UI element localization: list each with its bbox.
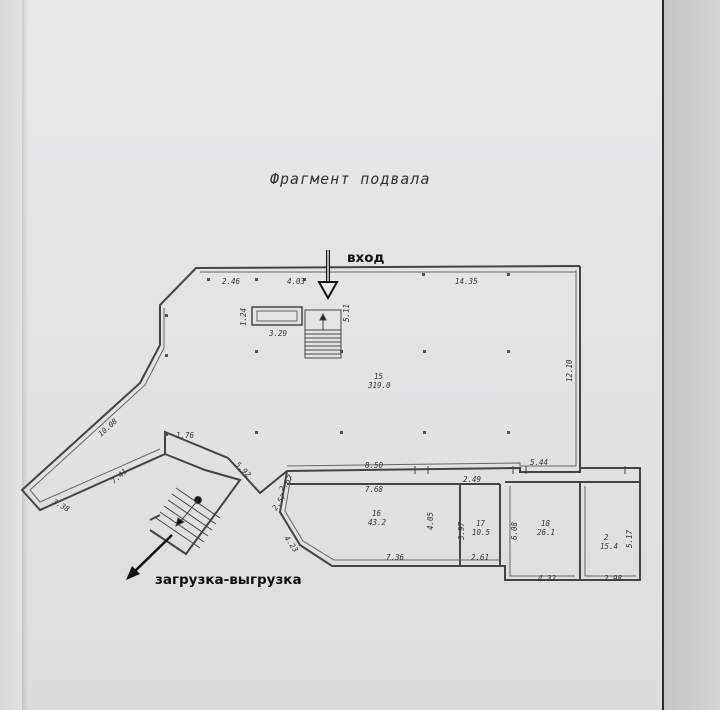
dimension-labels: 2.46 4.03 14.35 12.10 5.11 3.29 1.24 10.… (50, 277, 634, 583)
dim-wing-inner: 7.41 (109, 467, 128, 486)
dim-top-mid: 4.03 (287, 277, 306, 286)
dim-r16-top: 7.68 (365, 485, 384, 494)
dim-right-wall: 12.10 (565, 359, 574, 382)
room-18-area: 26.1 (537, 528, 555, 537)
dim-corridor-top: 8.50 (365, 461, 384, 470)
loading-stair (155, 487, 221, 549)
room-2-number: 2 (604, 533, 609, 542)
dim-stair-right: 5.11 (342, 304, 351, 322)
dim-top-left: 2.46 (222, 277, 241, 286)
entrance-arrow-icon (317, 250, 339, 301)
dim-r17-left: 3.97 (457, 521, 466, 541)
dim-r16-bottom: 7.36 (386, 553, 405, 562)
dim-wing-end: 3.38 (50, 496, 71, 514)
dim-r2-right: 5.17 (625, 529, 634, 548)
dim-r17-bottom: 2.61 (471, 553, 489, 562)
dim-r17-top: 2.49 (463, 475, 482, 484)
dim-r18-bottom: 4.32 (538, 574, 557, 583)
room-2-area: 15.4 (600, 542, 618, 551)
shaft (251, 306, 303, 326)
dim-r16-left: 4.23 (282, 534, 300, 554)
dim-ramp-side: 5.92 (234, 460, 253, 479)
dim-shaft-height: 1.24 (239, 308, 248, 326)
room-18-number: 18 (541, 519, 551, 528)
loading-arrow-icon (126, 534, 173, 580)
background-right (660, 0, 720, 710)
room-16-number: 16 (372, 509, 382, 518)
columns (165, 273, 510, 436)
dim-shaft-width: 3.29 (268, 329, 288, 338)
inner-wall-lines (29, 270, 636, 577)
dim-top-right: 14.35 (455, 277, 478, 286)
room-16-area: 43.2 (368, 518, 387, 527)
dim-r16-right: 4.05 (426, 511, 435, 530)
entrance-stair (304, 309, 342, 359)
paper-sheet (22, 0, 664, 710)
room-17-area: 10.5 (472, 528, 491, 537)
loading-callout: загрузка-выгрузка (155, 572, 302, 588)
room-17-number: 17 (476, 519, 486, 528)
entrance-callout: вход (347, 250, 385, 266)
outer-walls (20, 265, 641, 581)
dim-ramp-top: 1.76 (176, 431, 195, 440)
room-15-number: 15 (374, 372, 384, 381)
dim-r18-left: 6.08 (510, 521, 519, 540)
room-labels: 15 319.0 16 43.2 17 10.5 18 26.1 2 15.4 (367, 372, 618, 551)
room-15-area: 319.0 (367, 381, 391, 390)
dim-r18-top: 5.44 (530, 458, 548, 467)
dim-r2-bottom: 2.98 (604, 574, 623, 583)
page-title: Фрагмент подвала (270, 170, 431, 188)
